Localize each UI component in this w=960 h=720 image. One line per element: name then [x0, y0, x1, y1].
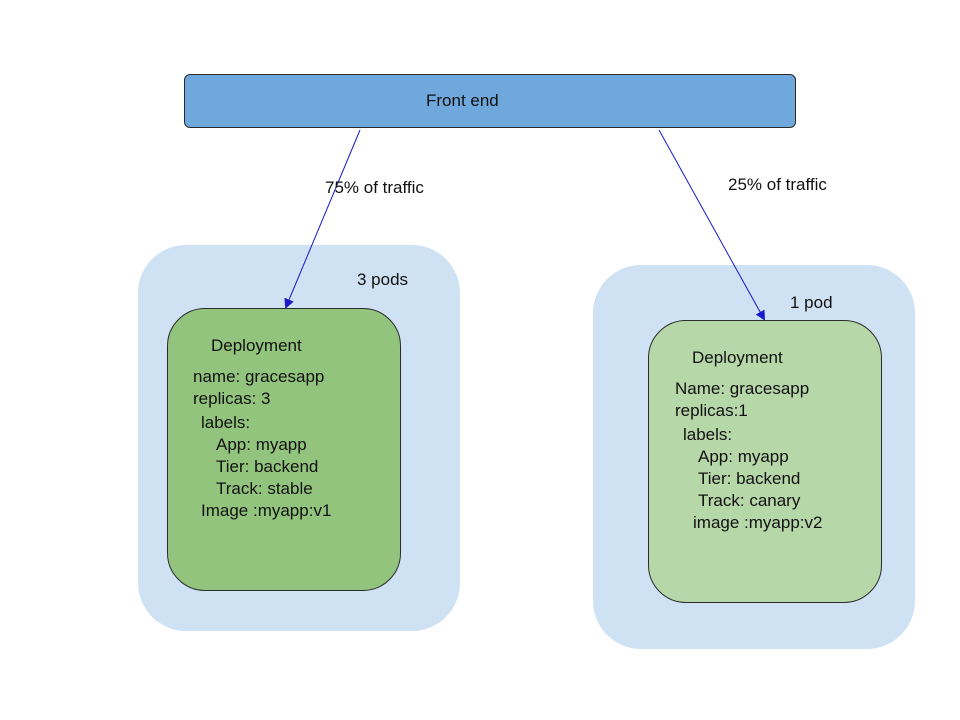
canary-label-app: App: myapp [698, 447, 789, 466]
stable-labels-heading: labels: [201, 413, 251, 432]
stable-label-track: Track: stable [216, 479, 313, 498]
stable-label-app: App: myapp [216, 435, 307, 454]
canary-traffic-label: 25% of traffic [728, 175, 827, 194]
stable-traffic-label: 75% of traffic [325, 178, 424, 197]
stable-deployment-box [167, 308, 401, 591]
frontend-node [184, 74, 796, 128]
stable-image: Image :myapp:v1 [201, 501, 332, 520]
canary-name: Name: gracesapp [675, 379, 810, 398]
frontend-label: Front end [426, 91, 499, 110]
stable-name: name: gracesapp [193, 367, 325, 386]
canary-pod-count: 1 pod [790, 293, 833, 312]
stable-replicas: replicas: 3 [193, 389, 271, 408]
stable-traffic-arrow [284, 129, 361, 309]
canary-label-tier: Tier: backend [698, 469, 801, 488]
canary-labels-heading: labels: [683, 425, 733, 444]
canary-deployment-box [648, 320, 882, 603]
canary-image: image :myapp:v2 [693, 513, 823, 532]
stable-pod-count: 3 pods [357, 270, 409, 289]
canary-replicas: replicas:1 [675, 401, 748, 420]
canary-traffic-arrow [658, 129, 765, 321]
canary-deployment-title: Deployment [692, 348, 783, 367]
canary-label-track: Track: canary [698, 491, 801, 510]
stable-label-tier: Tier: backend [216, 457, 319, 476]
stable-deployment-title: Deployment [211, 336, 302, 355]
